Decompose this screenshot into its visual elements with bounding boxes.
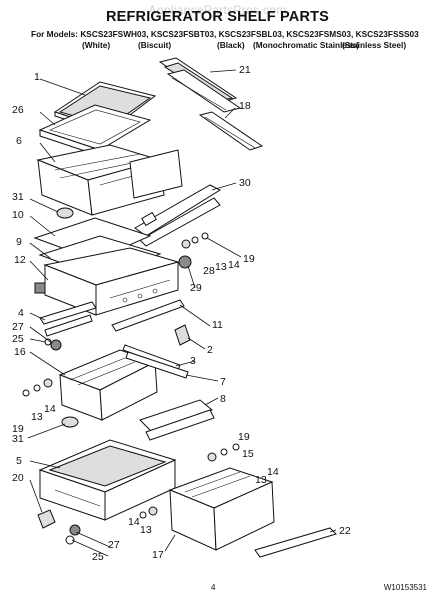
variant-black: (Black) <box>217 40 245 50</box>
fasteners-middle-left <box>22 378 53 397</box>
part-6-crisper-drawer <box>36 144 183 216</box>
part-20-block <box>37 509 56 529</box>
models-line: For Models: KSCS23FSWH03, KSCS23FSBT03, … <box>31 29 419 39</box>
callout-15: 15 <box>242 448 254 460</box>
callout-21: 21 <box>239 64 251 76</box>
callout-13-lower: 13 <box>255 474 267 486</box>
variant-biscuit: (Biscuit) <box>138 40 172 50</box>
callout-19-lower: 19 <box>238 431 250 443</box>
callout-14-middle: 14 <box>44 403 56 415</box>
part-17-bottom-drawer <box>168 467 275 551</box>
callout-5: 5 <box>16 455 22 467</box>
callout-17: 17 <box>152 549 164 561</box>
page-number: 4 <box>211 583 216 592</box>
part-31-pad-upper <box>56 207 74 219</box>
part-11-rail <box>111 299 185 332</box>
callout-29: 29 <box>190 282 202 294</box>
callout-31-lower: 31 <box>12 433 24 445</box>
variant-white: (White) <box>82 40 111 50</box>
callout-25-lower: 25 <box>92 551 104 563</box>
part-27-25-fasteners-b <box>65 524 81 545</box>
variant-stainless-steel: (Stainless Steel) <box>342 40 407 50</box>
callout-13-middle: 13 <box>31 411 43 423</box>
callout-16: 16 <box>14 346 26 358</box>
callout-14-upper: 14 <box>228 259 240 271</box>
callout-27-lower: 27 <box>108 539 120 551</box>
callout-25-upper: 25 <box>12 333 24 345</box>
callout-13-bottom: 13 <box>140 524 152 536</box>
part-22-rail <box>254 527 337 558</box>
fasteners-bottom <box>139 506 158 519</box>
part-12-crisper-frame <box>34 247 180 316</box>
part-4-rail <box>39 301 97 337</box>
part-21-rail-assembly <box>158 57 242 113</box>
page-title: REFRIGERATOR SHELF PARTS <box>105 9 330 25</box>
callout-19-middle: 19 <box>12 423 24 435</box>
callout-7: 7 <box>220 376 226 388</box>
callout-12: 12 <box>14 254 26 266</box>
fasteners-upper-right <box>178 232 209 269</box>
callout-31-upper: 31 <box>12 191 24 203</box>
callout-28: 28 <box>203 265 215 277</box>
callout-9: 9 <box>16 236 22 248</box>
callout-8: 8 <box>220 393 226 405</box>
variant-monochromatic-stainless: (Monochromatic Stainless) <box>253 40 360 50</box>
part-5-bottom-shelf <box>38 439 177 521</box>
callout-27-upper: 27 <box>12 321 24 333</box>
callout-20: 20 <box>12 472 24 484</box>
part-31-pad-lower <box>61 416 79 428</box>
callout-2: 2 <box>207 344 213 356</box>
part-7-rail <box>125 351 189 379</box>
part-2-bracket <box>174 324 191 346</box>
callout-10: 10 <box>12 209 24 221</box>
callout-labels: 1 21 26 18 6 30 31 10 9 19 28 13 14 12 2… <box>12 64 351 563</box>
callout-18: 18 <box>239 100 251 112</box>
callout-6: 6 <box>16 135 22 147</box>
callout-22: 22 <box>339 525 351 537</box>
leader-lines <box>27 69 337 557</box>
callout-19-upper: 19 <box>243 253 255 265</box>
part-8-drawer-front <box>139 399 215 441</box>
document-code: W10153531 <box>383 583 427 592</box>
fasteners-lower-right <box>207 443 240 462</box>
callout-30: 30 <box>239 177 251 189</box>
callout-13-upper: 13 <box>215 261 227 273</box>
callout-11: 11 <box>212 319 223 331</box>
callout-26: 26 <box>12 104 24 116</box>
callout-1: 1 <box>34 71 40 83</box>
callout-4: 4 <box>18 307 24 319</box>
part-30-drawer-front <box>134 184 222 247</box>
part-18-rail <box>198 111 264 151</box>
part-27-25-fasteners-a <box>44 338 62 351</box>
callout-14-lower: 14 <box>267 466 279 478</box>
callout-3: 3 <box>190 355 196 367</box>
callout-14-bottom: 14 <box>128 516 140 528</box>
